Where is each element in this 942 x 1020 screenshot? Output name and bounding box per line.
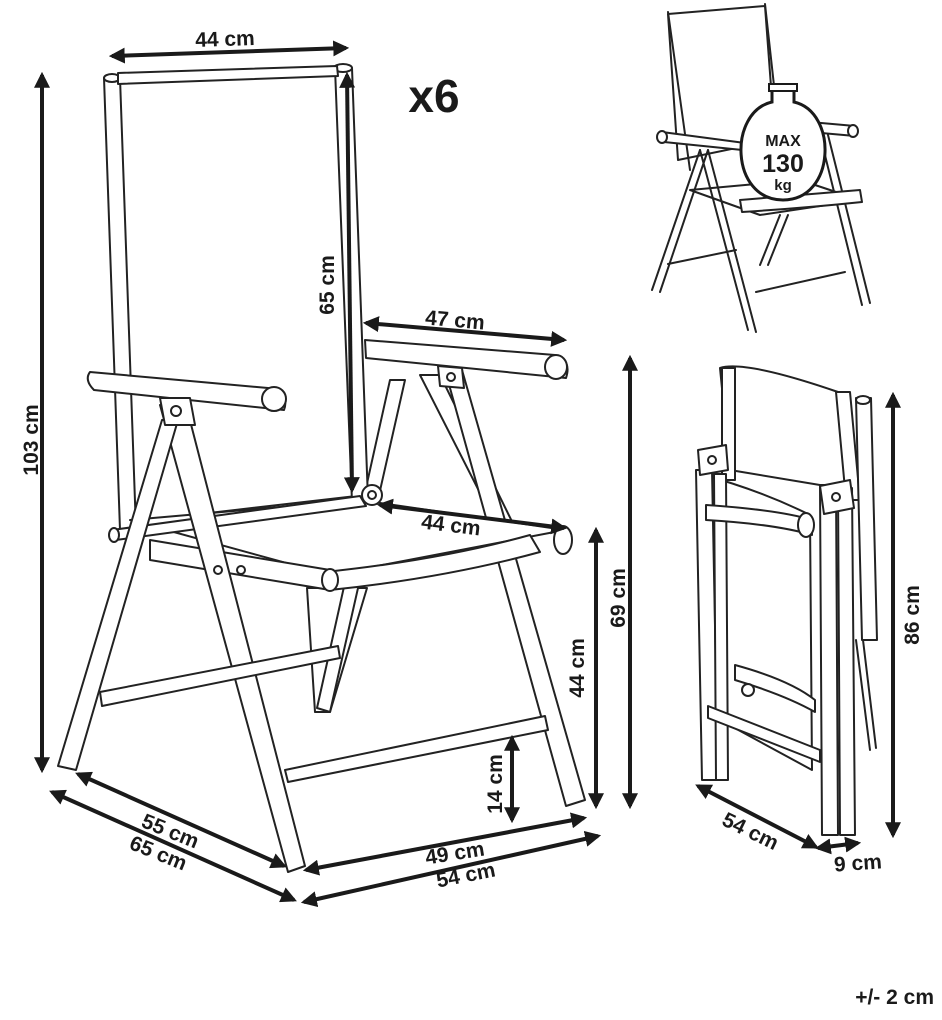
armrest-height-label: 69 cm <box>607 568 630 628</box>
weight-capacity-chair <box>651 3 871 333</box>
total-height-label: 103 cm <box>20 404 43 475</box>
folded-thickness-label: 9 cm <box>833 850 882 876</box>
seat-height-label: 44 cm <box>566 638 589 698</box>
folded-dimension-lines <box>695 391 901 855</box>
main-chair-drawing <box>57 63 586 873</box>
weight-value-label: 130 <box>762 150 804 178</box>
folded-chair-drawing <box>695 365 878 836</box>
backrest-height-label: 65 cm <box>316 255 339 315</box>
main-dimension-lines <box>34 40 638 908</box>
armrest-length-label: 47 cm <box>424 306 485 334</box>
backrest-width-label: 44 cm <box>195 27 255 52</box>
folded-height-label: 86 cm <box>901 585 924 645</box>
bar-height-label: 14 cm <box>484 754 507 814</box>
weight-max-label: MAX <box>765 133 801 150</box>
weight-unit-label: kg <box>774 177 792 194</box>
weight-icon <box>739 83 827 202</box>
tolerance-note: +/- 2 cm <box>855 986 934 1009</box>
quantity-label: x6 <box>408 70 459 122</box>
